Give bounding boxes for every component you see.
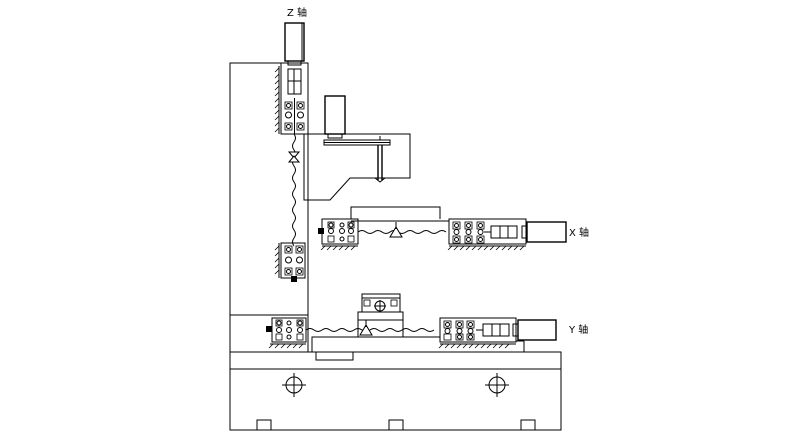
- column-body: [229, 62, 309, 352]
- fixture: [361, 293, 401, 313]
- bevel-gear-icon: [359, 320, 373, 336]
- z-bearing-housing-top: [274, 62, 309, 135]
- motor-icon: [512, 319, 557, 341]
- crosshair-icon: [282, 373, 306, 397]
- y-axis-assembly: [266, 293, 557, 352]
- bevel-gear-icon: [287, 151, 301, 163]
- bearing-pair-icon: [284, 98, 305, 134]
- foot: [520, 419, 536, 431]
- machine-bed: [229, 351, 562, 431]
- crosshair-icon: [485, 373, 509, 397]
- foot: [256, 419, 272, 431]
- spindle-head: [303, 95, 411, 201]
- z-axis-motor: [284, 22, 305, 66]
- bevel-gear-icon: [389, 222, 403, 238]
- z-axis-label: Z 轴: [287, 6, 307, 19]
- foot: [388, 419, 404, 431]
- z-bearing-housing-bottom: [274, 242, 306, 282]
- x-axis-assembly: [318, 206, 567, 251]
- motor-icon: [521, 221, 567, 243]
- z-lead-screw: [292, 133, 296, 247]
- coupling-icon: [476, 323, 510, 337]
- y-axis-label: Y 轴: [568, 323, 588, 336]
- x-axis-label: X 轴: [569, 226, 589, 239]
- coupling-icon: [484, 225, 518, 239]
